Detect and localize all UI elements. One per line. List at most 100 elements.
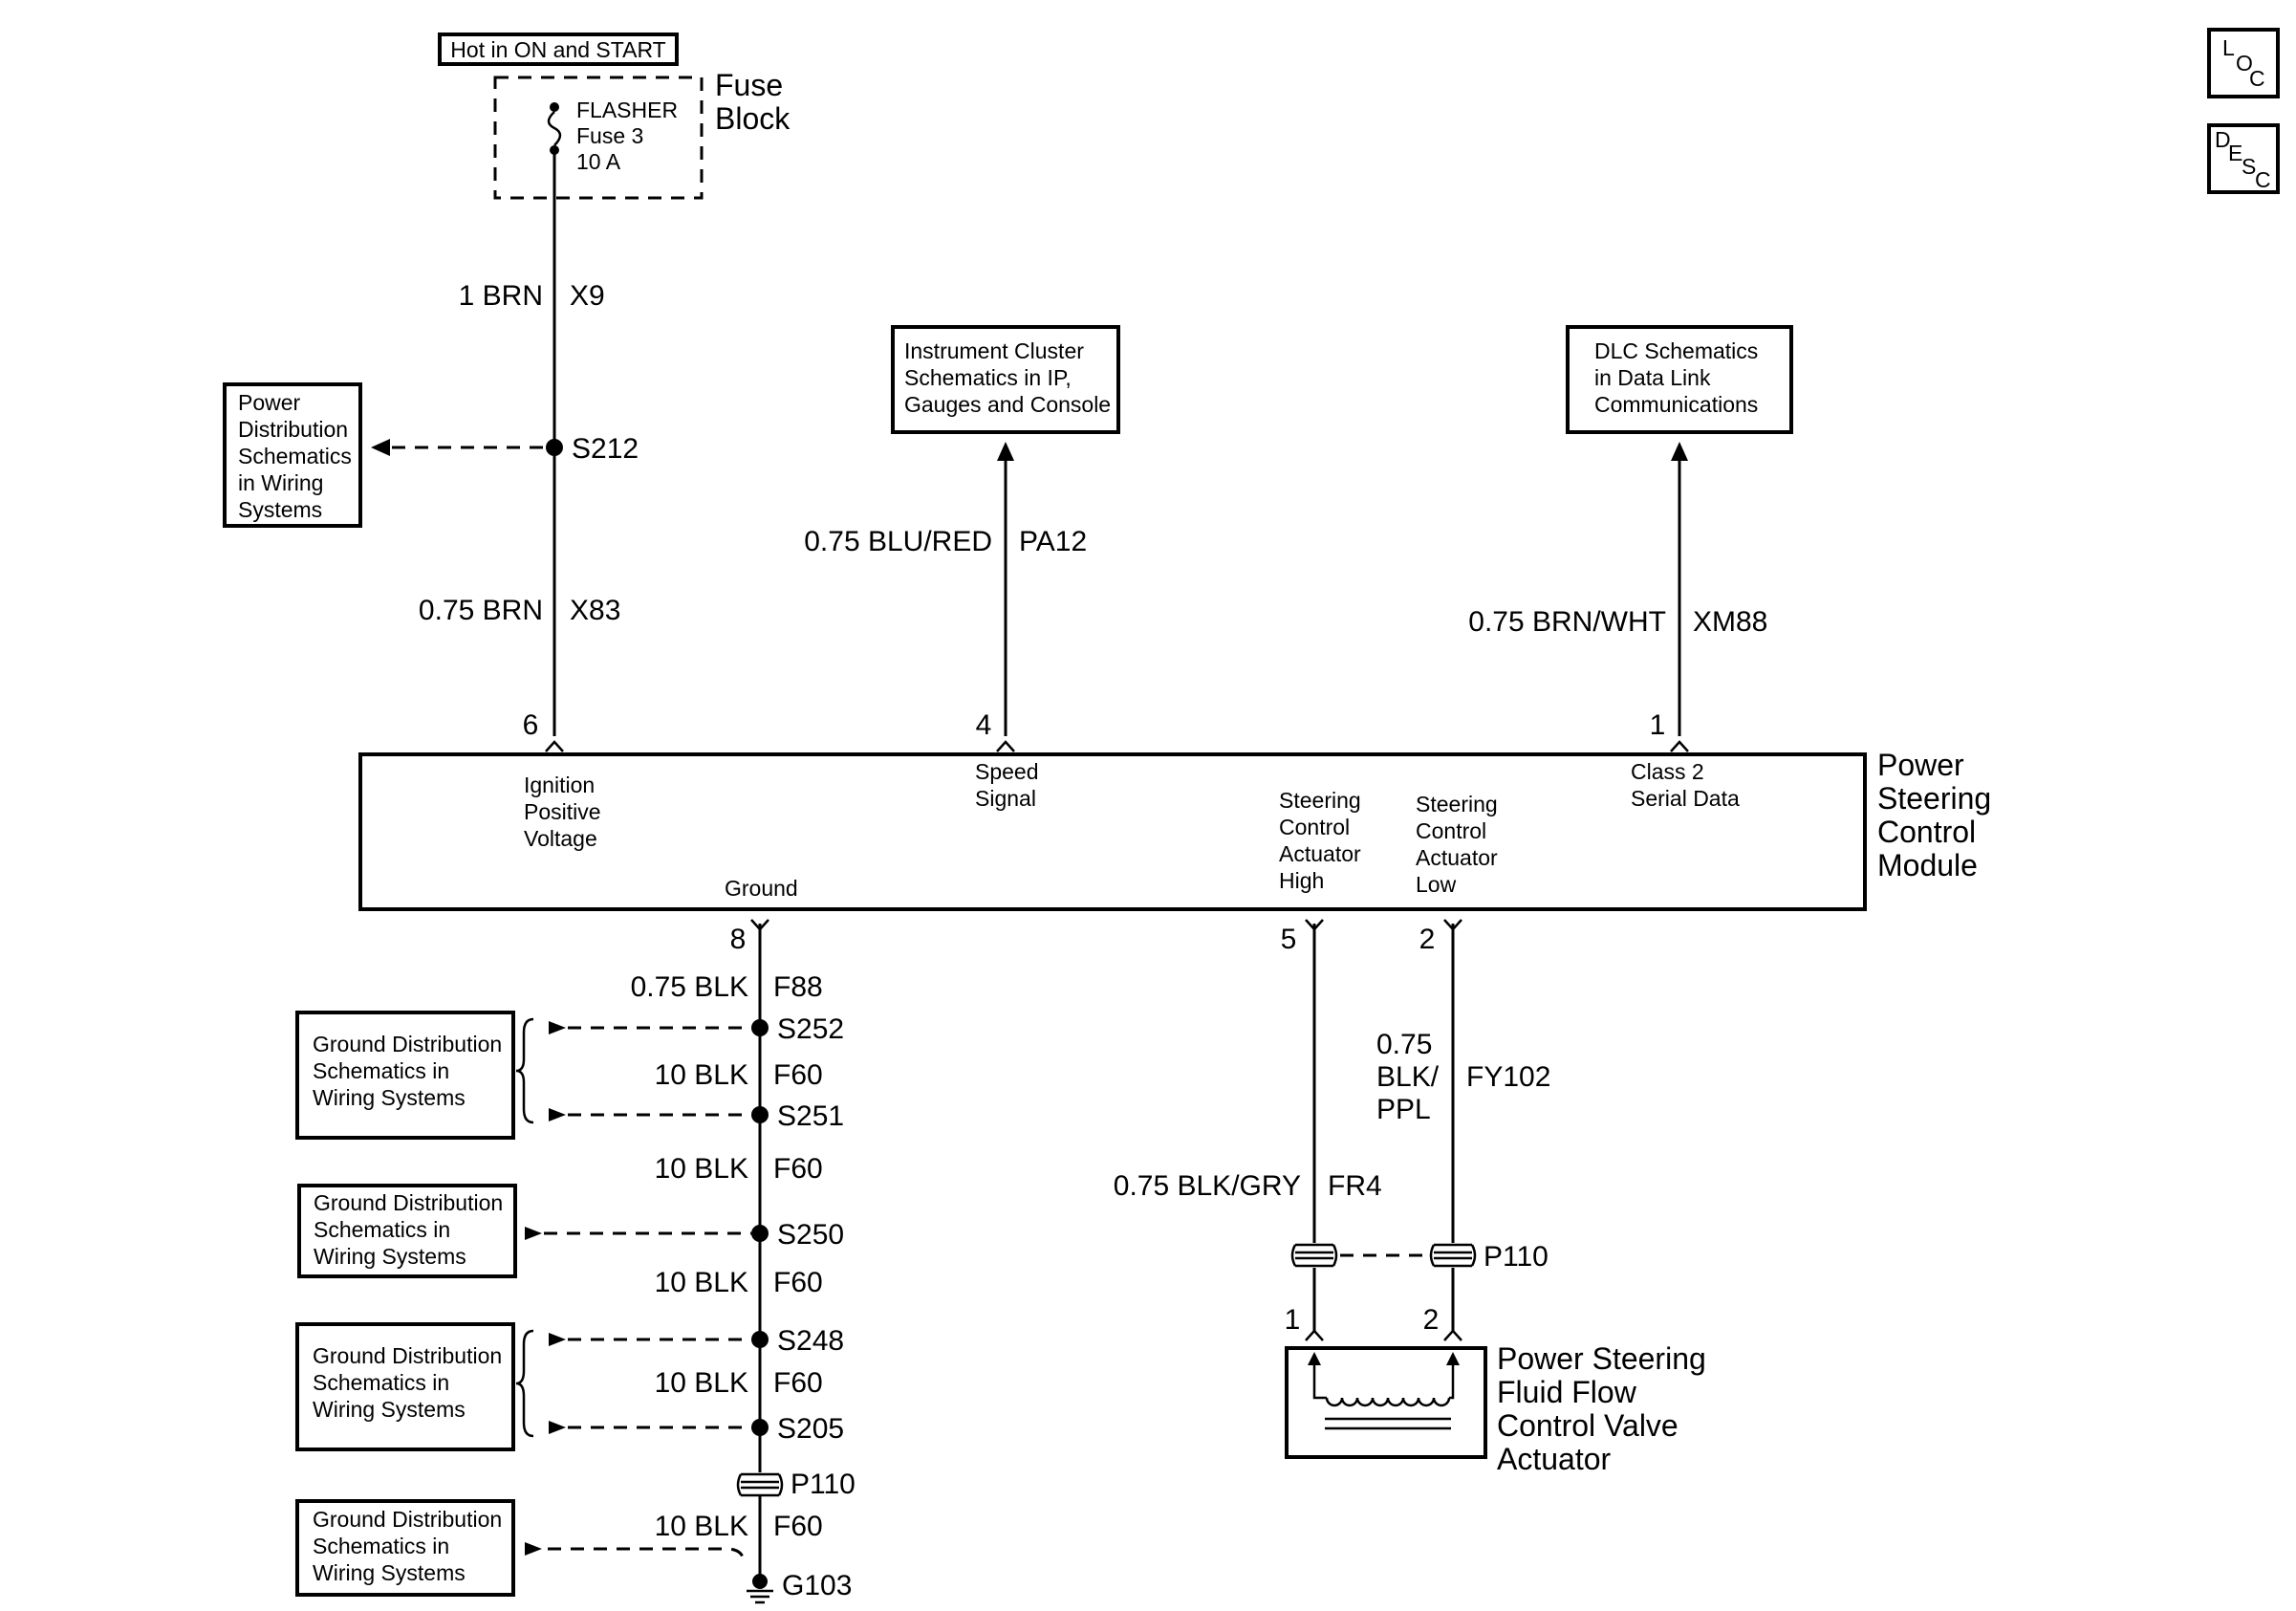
high-wire-gauge: 0.75 BLK/GRY	[1114, 1170, 1301, 1202]
ground4-line-2: Schematics in	[313, 1534, 449, 1558]
actuator-pin-1-connector-icon	[1305, 1329, 1324, 1341]
arrow-right-icon	[549, 1421, 566, 1434]
segment-1-circuit: F60	[773, 1059, 823, 1091]
low-label-1: Steering	[1416, 792, 1498, 816]
data-wire-circuit: XM88	[1693, 606, 1767, 638]
speed-wire-circuit: PA12	[1019, 526, 1087, 557]
arrow-right-icon	[549, 1108, 566, 1121]
speed-label-1: Speed	[975, 759, 1039, 784]
pin-5-number: 5	[1281, 924, 1297, 955]
arrow-right-icon	[549, 1021, 566, 1034]
power-dist-line-1: Power	[238, 390, 301, 415]
instrument-line-2: Schematics in IP,	[904, 365, 1072, 390]
pin-1-connector-icon	[1670, 740, 1689, 752]
desc-letter-c: C	[2255, 167, 2271, 192]
speed-wire-gauge: 0.75 BLU/RED	[804, 526, 992, 557]
actuator-pin-2: 2	[1423, 1304, 1440, 1336]
pin-6-connector-icon	[545, 740, 564, 752]
ign-label-1: Ignition	[524, 773, 595, 797]
low-label-4: Low	[1416, 872, 1457, 897]
splice-s248-label: S248	[777, 1325, 844, 1357]
splice-s251-dot	[751, 1106, 769, 1123]
module-title-2: Steering	[1877, 781, 1991, 816]
arrow-up-icon	[1671, 442, 1688, 461]
ground-symbol-icon	[747, 1574, 773, 1604]
segment-5-gauge: 10 BLK	[655, 1511, 748, 1542]
loc-letter-o: O	[2236, 51, 2253, 76]
fuse-icon	[547, 102, 562, 155]
speed-label-2: Signal	[975, 786, 1036, 811]
ground1-line-1: Ground Distribution	[313, 1032, 502, 1056]
low-label-2: Control	[1416, 818, 1486, 843]
ign-label-3: Voltage	[524, 826, 597, 851]
high-label-3: Actuator	[1279, 841, 1361, 866]
power-dist-line-4: in Wiring	[238, 470, 323, 495]
g103-label: G103	[782, 1570, 852, 1601]
pin-8-number: 8	[730, 924, 747, 955]
arrow-right-icon	[549, 1333, 566, 1346]
fuse-number: Fuse 3	[576, 123, 643, 148]
ignition-wire1-circuit: X9	[570, 280, 605, 312]
splice-s252-dot	[751, 1019, 769, 1036]
p110-left-label: P110	[791, 1469, 856, 1500]
solenoid-coil-icon	[1308, 1352, 1460, 1430]
low-wire-circuit: FY102	[1466, 1061, 1550, 1093]
ground4-line-3: Wiring Systems	[313, 1560, 466, 1585]
ground3-line-2: Schematics in	[313, 1370, 449, 1395]
dlc-line-1: DLC Schematics	[1594, 338, 1758, 363]
ground-dist-ref-link-1[interactable]: Ground Distribution Schematics in Wiring…	[295, 1011, 515, 1140]
segment-4-circuit: F60	[773, 1367, 823, 1399]
desc-button[interactable]: D E S C	[2207, 123, 2280, 194]
segment-4-gauge: 10 BLK	[655, 1367, 748, 1399]
segment-3-circuit: F60	[773, 1267, 823, 1298]
dlc-line-3: Communications	[1594, 392, 1758, 417]
module-title-1: Power	[1877, 748, 1964, 782]
loc-button[interactable]: L O C	[2207, 28, 2280, 98]
p110-right-label: P110	[1484, 1241, 1549, 1273]
high-wire-circuit: FR4	[1328, 1170, 1382, 1202]
ground-dist-ref-link-2[interactable]: Ground Distribution Schematics in Wiring…	[297, 1184, 517, 1278]
high-label-2: Control	[1279, 815, 1350, 839]
pin-1-number: 1	[1650, 709, 1666, 741]
actuator-pin-1: 1	[1285, 1304, 1301, 1336]
ground-dist-ref-link-3[interactable]: Ground Distribution Schematics in Wiring…	[295, 1322, 515, 1451]
splice-s250-dot	[751, 1225, 769, 1242]
ign-label-2: Positive	[524, 799, 601, 824]
ground-dist-ref-link-4[interactable]: Ground Distribution Schematics in Wiring…	[295, 1499, 515, 1597]
ground4-line-1: Ground Distribution	[313, 1507, 502, 1532]
fuse-block-label-2: Block	[715, 101, 791, 136]
pin-4-number: 4	[976, 709, 992, 741]
high-label-4: High	[1279, 868, 1324, 893]
module-title-3: Control	[1877, 815, 1976, 849]
pin-2-number: 2	[1419, 924, 1436, 955]
segment-2-gauge: 10 BLK	[655, 1153, 748, 1185]
hot-label-box	[438, 33, 679, 66]
desc-letter-d: D	[2215, 127, 2231, 152]
segment-5-circuit: F60	[773, 1511, 823, 1542]
data-wire-gauge: 0.75 BRN/WHT	[1468, 606, 1666, 638]
pin-6-number: 6	[523, 709, 539, 741]
splice-s205-label: S205	[777, 1413, 844, 1445]
fuse-name: FLASHER	[576, 98, 678, 122]
power-dist-line-2: Distribution	[238, 417, 348, 442]
ground2-line-3: Wiring Systems	[314, 1244, 466, 1269]
instrument-line-3: Gauges and Console	[904, 392, 1111, 417]
fuse-block-outline	[493, 76, 704, 200]
desc-letter-e: E	[2228, 141, 2242, 165]
module-title-4: Module	[1877, 848, 1978, 882]
splice-s205-dot	[751, 1419, 769, 1436]
splice-s251-label: S251	[777, 1100, 844, 1132]
g103-dashed-link	[525, 1547, 746, 1561]
ignition-wire2-circuit: X83	[570, 595, 620, 626]
segment-3-gauge: 10 BLK	[655, 1267, 748, 1298]
high-label-1: Steering	[1279, 788, 1361, 813]
dlc-ref-link[interactable]: DLC Schematics in Data Link Communicatio…	[1566, 325, 1793, 434]
data-label-2: Serial Data	[1631, 786, 1740, 811]
instrument-cluster-ref-link[interactable]: Instrument Cluster Schematics in IP, Gau…	[891, 325, 1120, 434]
actuator-label-2: Fluid Flow	[1497, 1375, 1637, 1409]
power-distribution-ref-link[interactable]: Power Distribution Schematics in Wiring …	[223, 382, 362, 528]
actuator-label-3: Control Valve	[1497, 1408, 1679, 1443]
segment-2-circuit: F60	[773, 1153, 823, 1185]
brace-icon	[515, 1017, 534, 1124]
